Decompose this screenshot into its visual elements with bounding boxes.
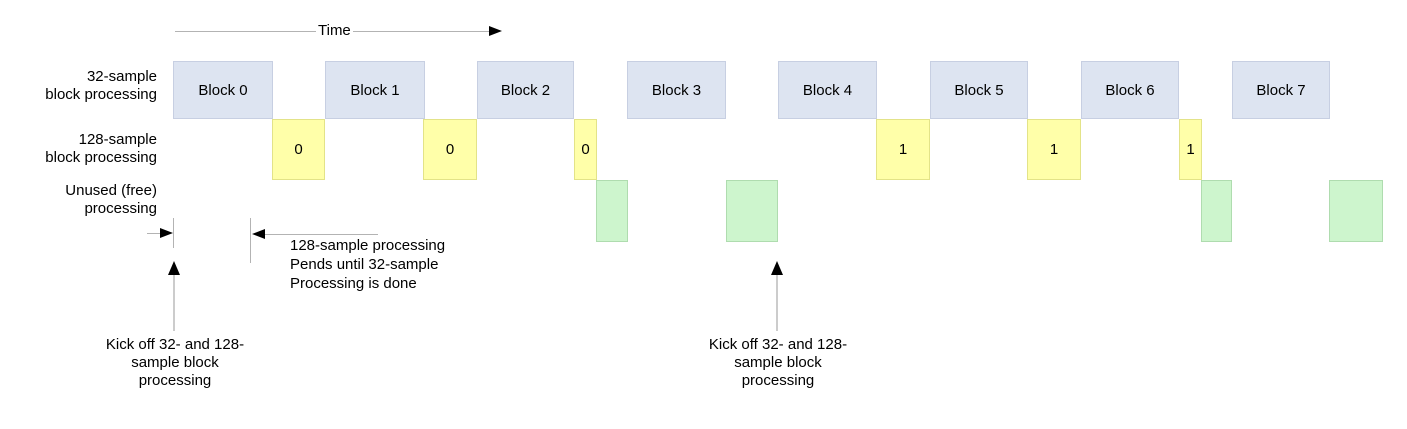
row-label-line: 128-sample (78, 131, 157, 148)
block-32-sample: Block 2 (477, 61, 574, 119)
block-32-sample-label: Block 0 (198, 81, 248, 99)
block-128-sample-label: 1 (1049, 141, 1059, 158)
kickoff-arrow-up-icon (168, 261, 180, 275)
pend-note-line: Processing is done (290, 275, 417, 292)
dim-tick-pend-point (250, 218, 251, 263)
row-label-line: Unused (free) (65, 182, 157, 199)
block-32-sample: Block 1 (325, 61, 425, 119)
kickoff-arrow-line (776, 275, 778, 331)
kickoff-note-line: sample block (734, 354, 822, 371)
block-32-sample-label: Block 7 (1256, 81, 1306, 99)
block-32-sample: Block 6 (1081, 61, 1179, 119)
kickoff-note-line: Kick off 32- and 128- (105, 336, 245, 353)
block-128-sample-label: 0 (294, 141, 303, 158)
block-32-sample: Block 5 (930, 61, 1028, 119)
kickoff-note-1: Kick off 32- and 128- sample block proce… (65, 336, 285, 390)
block-32-sample: Block 4 (778, 61, 877, 119)
row-label-32-sample: 32-sample block processing (0, 68, 157, 104)
block-32-sample-label: Block 1 (350, 81, 400, 99)
kickoff-note-line: Kick off 32- and 128- (708, 336, 848, 353)
block-32-sample-label: Block 3 (651, 81, 702, 99)
pend-note-line: Pends until 32-sample (290, 256, 439, 273)
dim-left-line (147, 233, 161, 234)
row-label-128-sample: 128-sample block processing (0, 131, 157, 167)
kickoff-note-line: processing (138, 372, 212, 389)
block-128-sample-label: 1 (898, 141, 908, 158)
pend-note-line: 128-sample processing (290, 237, 446, 254)
row-label-line: 32-sample (86, 68, 157, 85)
kickoff-note-2: Kick off 32- and 128- sample block proce… (668, 336, 888, 390)
block-32-sample-label: Block 5 (954, 81, 1004, 99)
block-unused-free (1201, 180, 1232, 242)
kickoff-arrow-up-icon (771, 261, 783, 275)
block-128-sample: 1 (876, 119, 930, 180)
block-128-sample: 0 (423, 119, 477, 180)
time-arrow-right-icon (489, 26, 502, 36)
block-128-sample-label: 1 (1186, 141, 1195, 158)
kickoff-arrow-line (173, 275, 175, 331)
time-axis-label: Time (316, 22, 353, 39)
row-label-unused-free: Unused (free) processing (0, 182, 157, 218)
kickoff-note-line: processing (741, 372, 815, 389)
dim-arrow-right-icon (160, 228, 173, 238)
block-128-sample: 1 (1179, 119, 1202, 180)
kickoff-note-line: sample block (131, 354, 219, 371)
block-32-sample-label: Block 4 (802, 81, 853, 99)
block-32-sample-label: Block 2 (500, 81, 551, 99)
block-128-sample-label: 0 (581, 141, 590, 158)
block-128-sample: 0 (574, 119, 597, 180)
dim-arrow-left-icon (252, 229, 265, 239)
row-label-line: block processing (45, 149, 157, 166)
block-32-sample: Block 7 (1232, 61, 1330, 119)
row-label-line: processing (84, 200, 157, 217)
dim-right-line (265, 234, 378, 235)
dim-tick-block0-start (173, 218, 174, 248)
block-unused-free (1329, 180, 1383, 242)
block-128-sample: 1 (1027, 119, 1081, 180)
block-128-sample: 0 (272, 119, 325, 180)
block-32-sample: Block 0 (173, 61, 273, 119)
block-128-sample-label: 0 (445, 141, 455, 158)
pend-note: 128-sample processing Pends until 32-sam… (290, 236, 445, 293)
block-unused-free (726, 180, 778, 242)
block-32-sample-label: Block 6 (1105, 81, 1155, 99)
row-label-line: block processing (45, 86, 157, 103)
block-unused-free (596, 180, 628, 242)
block-32-sample: Block 3 (627, 61, 726, 119)
